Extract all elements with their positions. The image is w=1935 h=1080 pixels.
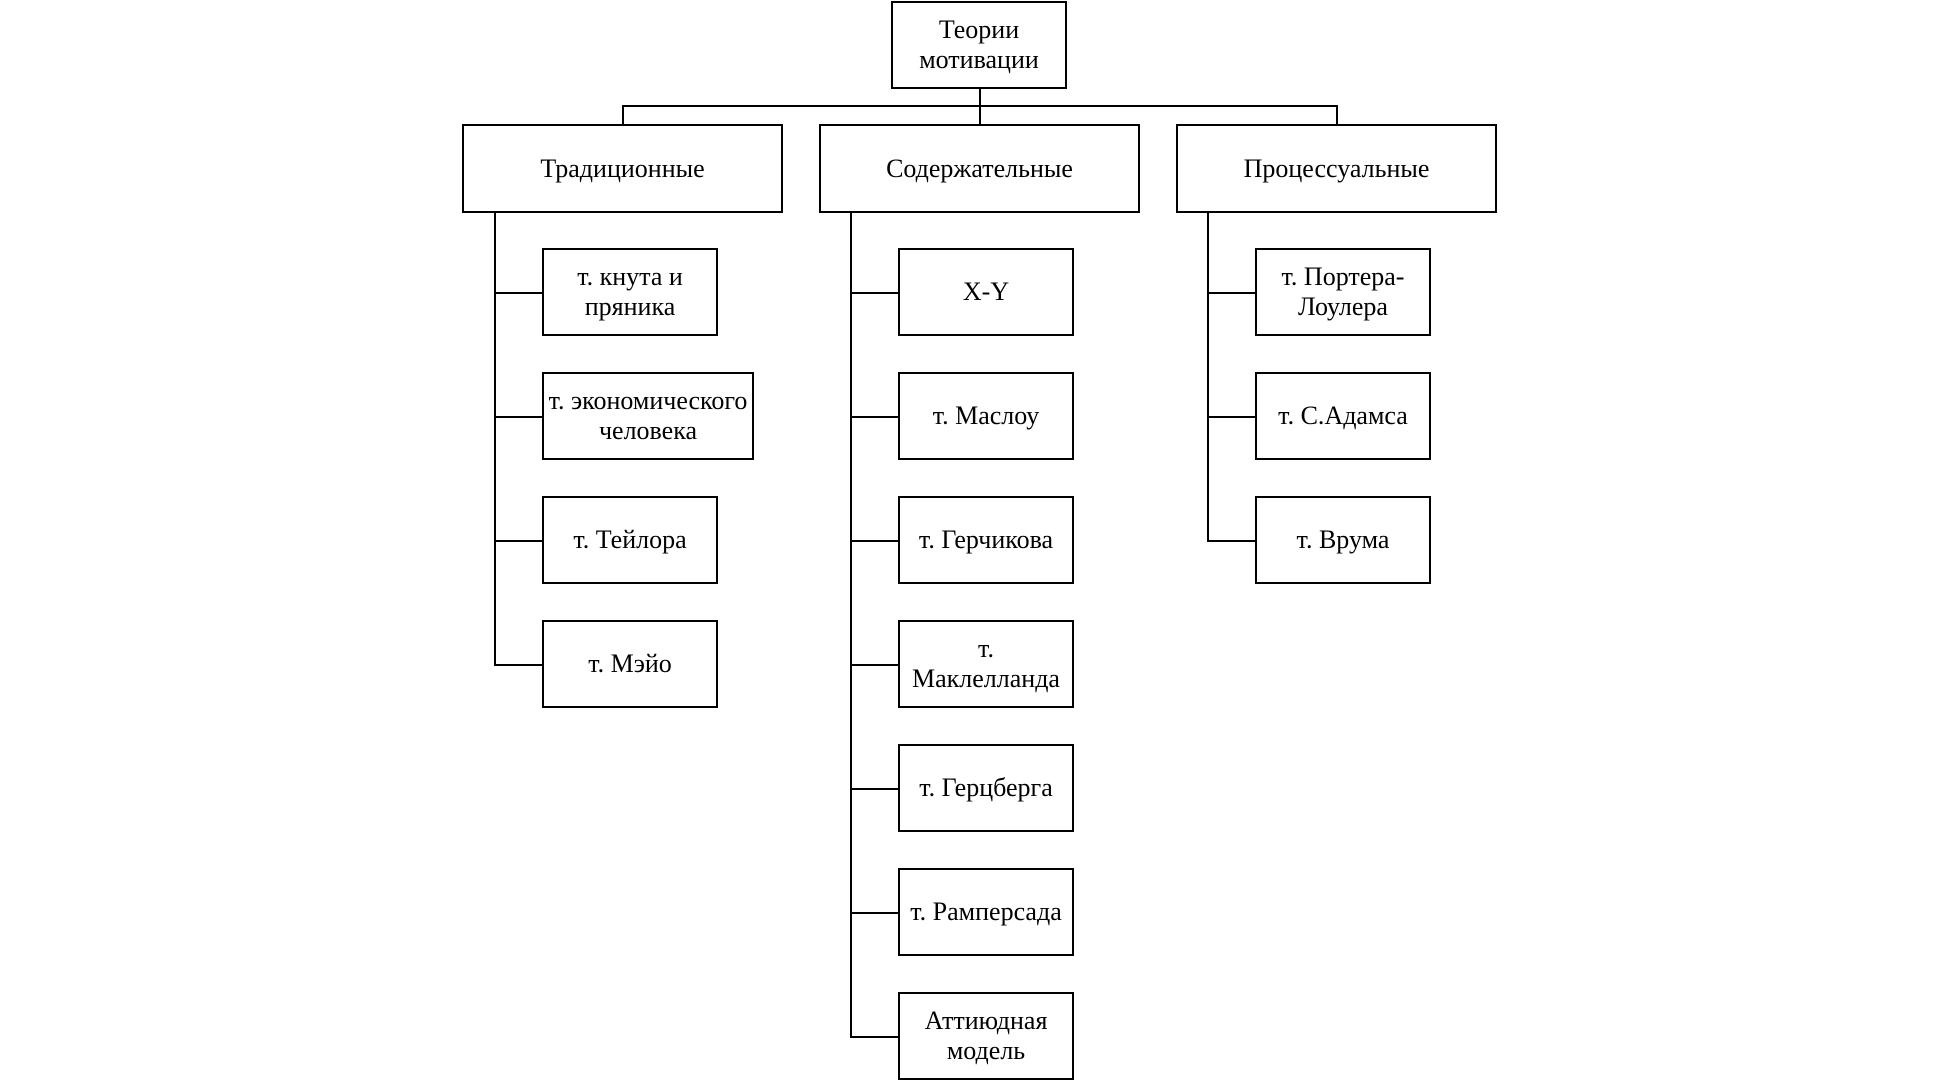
connector-traditional-item-4 xyxy=(494,664,542,666)
connector-content-item-3 xyxy=(850,540,898,542)
connector-process-item-1 xyxy=(1207,292,1255,294)
connector-content-spine xyxy=(850,212,852,1038)
item-label: т. экономического человека xyxy=(548,386,748,445)
item-box: т. Врума xyxy=(1255,496,1431,584)
item-box: т. Рамперсада xyxy=(898,868,1074,956)
category-label: Содержательные xyxy=(886,153,1073,183)
connector-traditional-item-1 xyxy=(494,292,542,294)
item-label: т. Маслоу xyxy=(932,401,1040,430)
category-label: Процессуальные xyxy=(1243,153,1430,183)
connector-content-item-2 xyxy=(850,416,898,418)
connector-traditional-item-2 xyxy=(494,416,542,418)
category-label: Традиционные xyxy=(540,153,705,183)
item-box: т. Тейлора xyxy=(542,496,718,584)
category-box-process: Процессуальные xyxy=(1176,124,1497,213)
connector-process-up xyxy=(1336,105,1338,124)
item-label: X-Y xyxy=(962,277,1010,306)
item-box: т. С.Адамса xyxy=(1255,372,1431,460)
item-box: Аттиюдная модель xyxy=(898,992,1074,1080)
item-label: т. Маклелланда xyxy=(912,634,1060,693)
connector-process-spine xyxy=(1207,212,1209,542)
item-label: т. кнута и пряника xyxy=(577,262,683,321)
item-label: Аттиюдная модель xyxy=(924,1006,1048,1065)
item-box: т. Герчикова xyxy=(898,496,1074,584)
connector-content-item-4 xyxy=(850,664,898,666)
item-box: т. кнута и пряника xyxy=(542,248,718,336)
connector-traditional-item-3 xyxy=(494,540,542,542)
connector-content-item-6 xyxy=(850,912,898,914)
item-label: т. Герчикова xyxy=(918,525,1054,554)
connector-process-item-2 xyxy=(1207,416,1255,418)
item-label: т. Тейлора xyxy=(573,525,687,554)
item-box: X-Y xyxy=(898,248,1074,336)
item-box: т. Портера-Лоулера xyxy=(1255,248,1431,336)
connector-content-item-5 xyxy=(850,788,898,790)
connector-traditional-up xyxy=(622,105,624,124)
category-box-traditional: Традиционные xyxy=(462,124,783,213)
root-box: Теории мотивации xyxy=(891,1,1067,89)
item-box: т. Герцберга xyxy=(898,744,1074,832)
item-label: т. Мэйо xyxy=(588,649,672,678)
connector-process-item-3 xyxy=(1207,540,1255,542)
root-label: Теории мотивации xyxy=(919,15,1039,74)
item-label: т. Герцберга xyxy=(919,773,1053,802)
connector-content-item-7 xyxy=(850,1036,898,1038)
item-label: т. Врума xyxy=(1296,525,1390,554)
connector-root-down xyxy=(979,87,981,107)
connector-content-item-1 xyxy=(850,292,898,294)
item-box: т. экономического человека xyxy=(542,372,754,460)
connector-content-up xyxy=(979,105,981,124)
category-box-content: Содержательные xyxy=(819,124,1140,213)
connector-traditional-spine xyxy=(494,212,496,666)
item-box: т. Маклелланда xyxy=(898,620,1074,708)
item-label: т. Портера-Лоулера xyxy=(1281,262,1405,321)
item-box: т. Маслоу xyxy=(898,372,1074,460)
item-label: т. С.Адамса xyxy=(1278,401,1408,430)
item-box: т. Мэйо xyxy=(542,620,718,708)
item-label: т. Рамперсада xyxy=(910,897,1062,926)
